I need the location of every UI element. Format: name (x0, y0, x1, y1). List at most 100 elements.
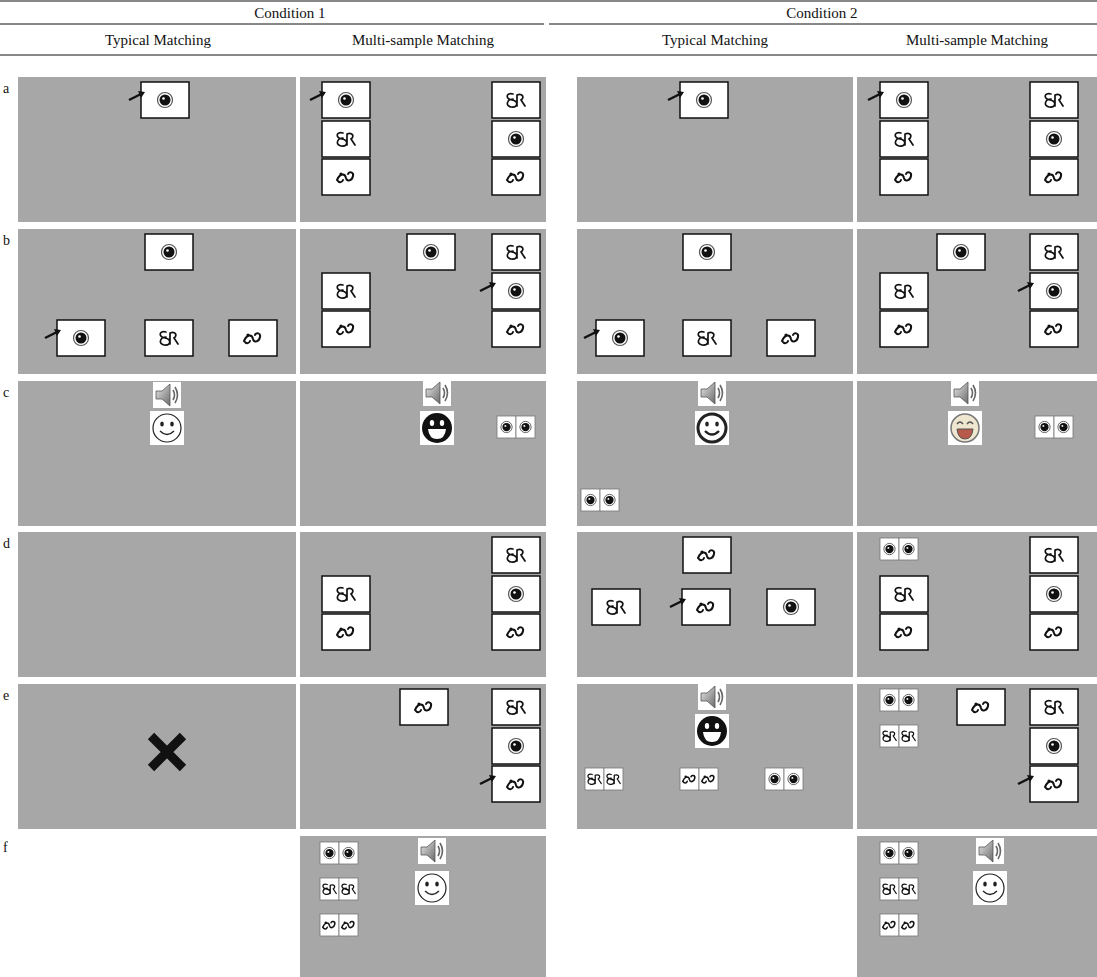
stimulus-card (880, 121, 928, 157)
card-frame (683, 234, 731, 270)
error-cross (151, 736, 183, 768)
screen-panel (18, 381, 296, 526)
compound-stimulus (880, 725, 918, 747)
stimulus-glyph (697, 93, 712, 108)
stimulus-glyph (895, 285, 913, 298)
stimulus-glyph (342, 884, 355, 894)
card-frame (683, 537, 731, 573)
stimulus-glyph (507, 779, 523, 789)
row-letter: e (3, 687, 9, 705)
stimulus-glyph (337, 627, 353, 637)
stimulus-glyph (337, 588, 355, 601)
card-frame (1030, 121, 1078, 157)
condition-heading: Condition 2 (786, 4, 857, 22)
compound-stimulus (880, 538, 918, 560)
compound-stimulus (320, 842, 358, 864)
stimulus-card (407, 234, 455, 270)
card-frame (767, 320, 815, 356)
card-frame (880, 82, 928, 118)
stimulus-glyph (244, 333, 260, 343)
card-frame (492, 766, 540, 802)
screen-panel (857, 77, 1097, 222)
stimulus-glyph (1045, 94, 1063, 107)
stimulus-card (1030, 689, 1078, 725)
stimulus-glyph (769, 773, 780, 784)
table-rule (549, 24, 1097, 25)
card-frame (322, 614, 370, 650)
stimulus-glyph (895, 324, 911, 334)
stimulus-glyph (1047, 284, 1062, 299)
stimulus-glyph (424, 245, 439, 260)
stimulus-card (880, 576, 928, 612)
screen-panel (300, 532, 546, 677)
stimulus-glyph (1039, 421, 1050, 432)
stimulus-glyph (337, 285, 355, 298)
stimulus-glyph (903, 847, 914, 858)
stimulus-glyph (895, 588, 913, 601)
screen-panel (18, 229, 296, 374)
card-frame (322, 273, 370, 309)
stimulus-glyph (337, 172, 353, 182)
card-frame (1030, 766, 1078, 802)
stimulus-glyph (162, 245, 177, 260)
card-frame (1030, 614, 1078, 650)
compound-stimulus (497, 416, 535, 438)
stimulus-glyph (883, 884, 896, 894)
card-frame (1030, 689, 1078, 725)
speaker-icon (153, 382, 181, 408)
card-frame (767, 589, 815, 625)
stimulus-card (322, 159, 370, 195)
card-frame (880, 273, 928, 309)
stimulus-card (322, 273, 370, 309)
compound-stimulus (320, 878, 358, 900)
compound-stimulus (880, 878, 918, 900)
row-letter: a (3, 80, 9, 98)
stimulus-glyph (902, 921, 914, 928)
card-frame (1030, 273, 1078, 309)
stimulus-glyph (323, 921, 335, 928)
stimulus-glyph (509, 284, 524, 299)
stimulus-card (1030, 311, 1078, 347)
compound-stimulus (680, 768, 718, 790)
stimulus-card (880, 273, 928, 309)
card-frame (322, 311, 370, 347)
stimulus-glyph (501, 421, 512, 432)
card-frame (322, 82, 370, 118)
stimulus-glyph (160, 332, 178, 345)
stimulus-glyph (337, 324, 353, 334)
stimulus-card (584, 320, 644, 356)
cursor-arrowhead (489, 282, 496, 289)
screen-panel (857, 381, 1097, 526)
stimulus-card (592, 589, 640, 625)
stimulus-glyph (415, 702, 431, 712)
card-frame (322, 576, 370, 612)
stimulus-card (492, 614, 540, 650)
card-frame (492, 689, 540, 725)
card-frame (957, 689, 1005, 725)
stimulus-glyph (343, 847, 354, 858)
table-rule (0, 24, 544, 25)
speaker-icon (418, 838, 446, 864)
card-frame (1030, 234, 1078, 270)
cursor-arrowhead (319, 91, 326, 98)
speaker-icon (976, 838, 1004, 864)
stimulus-glyph (902, 731, 915, 741)
stimulus-card (880, 614, 928, 650)
screen-panel (577, 532, 853, 677)
screen-panel (577, 77, 853, 222)
cursor-arrowhead (489, 775, 496, 782)
stimulus-glyph (1045, 172, 1061, 182)
compound-stimulus (1035, 416, 1073, 438)
screen-panel (18, 684, 296, 829)
stimulus-card (1018, 766, 1078, 802)
stimulus-glyph (782, 333, 798, 343)
stimulus-card (322, 311, 370, 347)
stimulus-card (1030, 614, 1078, 650)
stimulus-card (145, 320, 193, 356)
feedback-smiley (973, 871, 1007, 905)
stimulus-glyph (697, 602, 713, 612)
stimulus-glyph (883, 921, 895, 928)
stimulus-card (1030, 576, 1078, 612)
card-frame (145, 234, 193, 270)
stimulus-glyph (698, 550, 714, 560)
